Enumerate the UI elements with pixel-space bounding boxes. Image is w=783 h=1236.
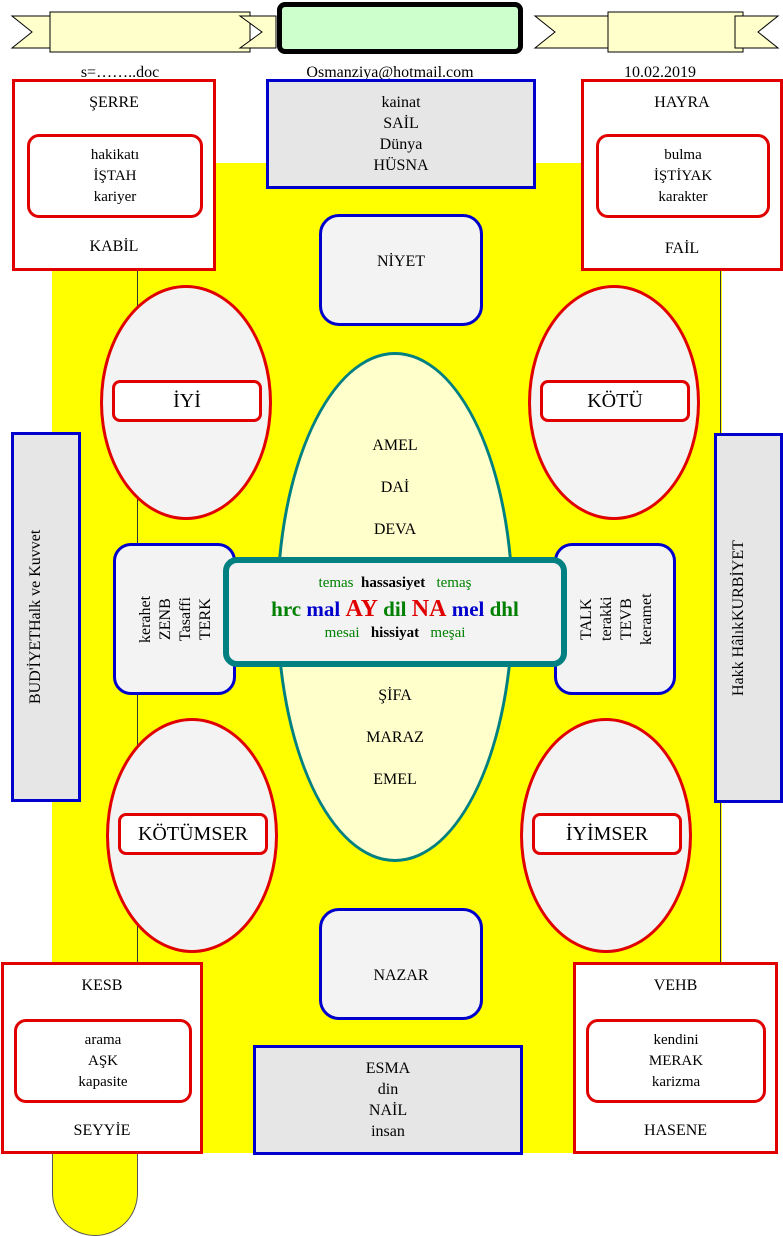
core-word: dhl (489, 597, 519, 621)
side-line: terakki (598, 596, 615, 642)
corner-top-label: HAYRA (654, 94, 710, 111)
center-line: EMEL (373, 771, 417, 788)
side-line: keramet (638, 593, 655, 645)
corner-box-bottom-right: VEHB kendini MERAK karizma HASENE (573, 962, 778, 1154)
kotumser-label: KÖTÜMSER (118, 813, 268, 855)
file-label: s=……..doc (80, 64, 160, 81)
corner-box-bottom-left: KESB arama AŞK kapasite SEYYİE (1, 962, 203, 1154)
corner-bottom-label: HASENE (643, 1122, 708, 1139)
corner-top-label: ŞERRE (89, 94, 139, 111)
corner-box-top-right: HAYRA bulma İŞTİYAK karakter FAİL (581, 79, 783, 271)
inner-line: İŞTİYAK (653, 167, 713, 184)
center-core-box: temas hassasiyet temaş hrc mal AY dil NA… (223, 557, 567, 667)
title-box (277, 2, 523, 54)
right-scroll-banner (533, 11, 780, 53)
side-box-left: kerahet ZENB Tasaffi TERK (113, 543, 236, 695)
inner-line: İŞTAH (93, 167, 137, 184)
far-left-text: BUD'İYET Halk ve Kuvvet (26, 435, 46, 799)
side-line: TERK (197, 598, 214, 640)
core-word: hissiyat (370, 625, 420, 641)
bottom-center-box: ESMA din NAİL insan (253, 1045, 523, 1155)
center-line: DAİ (380, 479, 410, 496)
far-left-box: BUD'İYET Halk ve Kuvvet (11, 432, 81, 802)
box-line: din (377, 1081, 399, 1098)
center-line: DEVA (373, 521, 417, 538)
corner-inner-box: arama AŞK kapasite (14, 1019, 192, 1103)
core-word: hassasiyet (361, 575, 426, 591)
far-line: KURBİYET (730, 540, 747, 622)
inner-line: kariyer (93, 188, 137, 205)
kotu-label: KÖTÜ (540, 380, 690, 422)
side-line: Tasaffi (177, 597, 194, 641)
inner-line: kapasite (78, 1073, 128, 1090)
corner-box-top-left: ŞERRE hakikatı İŞTAH kariyer KABİL (12, 79, 216, 271)
inner-line: arama (84, 1031, 122, 1048)
header-banners (10, 11, 780, 53)
core-word: mel (451, 597, 485, 621)
left-scroll-banner (10, 11, 277, 53)
inner-line: karakter (658, 188, 708, 205)
far-line: Hakk Hâlık (730, 621, 747, 696)
corner-top-label: KESB (81, 977, 123, 994)
side-right-text: TALK terakki TEVB keramet (577, 564, 657, 674)
box-line: insan (371, 1123, 405, 1140)
date-label: 10.02.2019 (624, 64, 696, 81)
inner-line: hakikatı (90, 146, 140, 163)
core-row-3: mesai hissiyat meşai (229, 625, 561, 642)
inner-line: AŞK (87, 1052, 118, 1069)
side-line: TEVB (618, 598, 635, 640)
far-right-text: Hakk Hâlık KURBİYET (729, 436, 749, 800)
inner-line: MERAK (648, 1052, 704, 1069)
box-line: ESMA (365, 1060, 411, 1077)
side-left-text: kerahet ZENB Tasaffi TERK (136, 564, 216, 674)
core-row-2: hrc mal AY dil NA mel dhl (229, 596, 561, 623)
corner-bottom-label: KABİL (89, 238, 139, 255)
inner-line: bulma (664, 146, 702, 163)
core-row-1: temas hassasiyet temaş (229, 575, 561, 592)
corner-top-label: VEHB (653, 977, 698, 994)
core-word: mesai (324, 625, 360, 641)
center-line: ŞİFA (378, 687, 412, 704)
center-lower-text: ŞİFA MARAZ EMEL (276, 685, 514, 811)
corner-inner-box: bulma İŞTİYAK karakter (596, 134, 770, 218)
email-label: Osmanziya@hotmail.com (306, 64, 474, 81)
center-upper-text: AMEL DAİ DEVA (276, 435, 514, 561)
box-line: HÜSNA (373, 157, 429, 174)
side-line: TALK (578, 598, 595, 640)
far-line: Halk ve Kuvvet (27, 529, 44, 632)
side-line: ZENB (157, 598, 174, 640)
box-line: Dünya (379, 136, 423, 153)
core-word: meşai (430, 625, 466, 641)
side-box-right: TALK terakki TEVB keramet (554, 543, 676, 695)
core-word: dil (383, 597, 407, 621)
core-word: hrc (271, 597, 302, 621)
far-line: BUD'İYET (27, 631, 44, 705)
core-word: temaş (436, 575, 472, 591)
iyi-label: İYİ (112, 380, 262, 422)
far-right-box: Hakk Hâlık KURBİYET (714, 433, 783, 803)
corner-inner-box: hakikatı İŞTAH kariyer (27, 134, 203, 218)
inner-line: karizma (651, 1073, 701, 1090)
corner-bottom-label: FAİL (664, 240, 700, 257)
center-line: AMEL (372, 437, 418, 454)
core-word: mal (306, 597, 341, 621)
box-line: NAİL (368, 1102, 408, 1119)
top-center-box: kainat SAİL Dünya HÜSNA (266, 79, 536, 189)
side-line: kerahet (137, 595, 154, 643)
nazar-box: NAZAR (319, 908, 483, 1020)
niyet-box: NİYET (319, 214, 483, 326)
core-word: AY (345, 596, 378, 622)
core-word: NA (411, 596, 447, 622)
corner-inner-box: kendini MERAK karizma (586, 1019, 766, 1103)
iyimser-label: İYİMSER (532, 813, 682, 855)
corner-bottom-label: SEYYİE (73, 1122, 131, 1139)
center-line: MARAZ (366, 729, 424, 746)
core-word: temas (318, 575, 354, 591)
box-line: kainat (381, 94, 421, 111)
box-line: SAİL (383, 115, 419, 132)
inner-line: kendini (653, 1031, 699, 1048)
